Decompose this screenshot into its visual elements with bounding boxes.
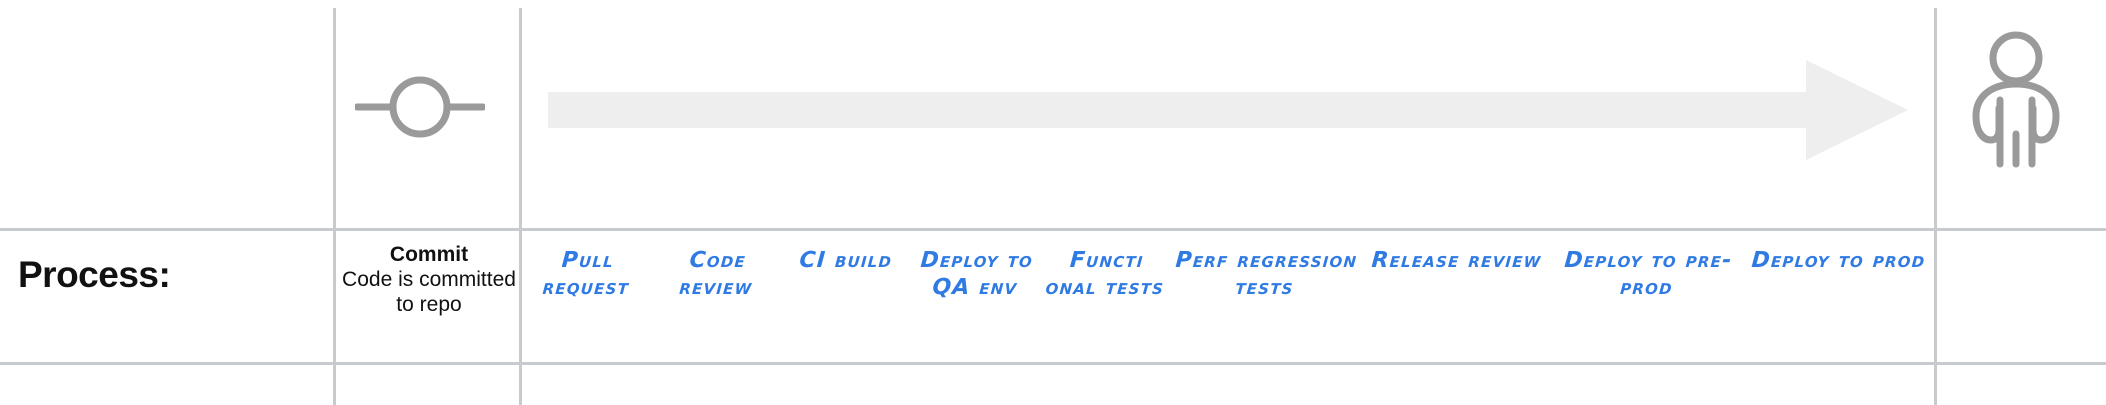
grid-hline-top [0, 228, 2106, 231]
commit-description: Code is committed to repo [342, 267, 516, 316]
grid-vline-9 [1934, 363, 1937, 405]
grid-vline-3 [1934, 8, 1937, 229]
stage-list: Pull request Code review CI build Deploy… [522, 248, 1934, 360]
stage-code-review[interactable]: Code review [678, 248, 753, 300]
grid-vline-6 [1934, 229, 1937, 363]
stage-deploy-to-pre-prod[interactable]: Deploy to pre-prod [1563, 248, 1734, 300]
stage-functional-tests[interactable]: Functi onal tests [1044, 248, 1165, 300]
grid-hline-bottom [0, 362, 2106, 365]
grid-vline-8 [519, 363, 522, 405]
git-commit-icon [355, 76, 485, 138]
stage-release-review[interactable]: Release review [1370, 248, 1543, 273]
grid-vline-1 [333, 8, 336, 229]
right-arrow-icon [548, 60, 1908, 160]
grid-vline-2 [519, 8, 522, 229]
stage-deploy-to-qa-env[interactable]: Deploy to QA env [919, 248, 1034, 300]
grid-vline-5 [519, 229, 522, 363]
grid-vline-7 [333, 363, 336, 405]
stage-ci-build[interactable]: CI build [798, 248, 894, 273]
commit-cell: Commit Code is committed to repo [340, 243, 518, 317]
stage-perf-regression-tests[interactable]: Perf regression tests [1174, 248, 1359, 300]
grid-vline-4 [333, 229, 336, 363]
stage-deploy-to-prod[interactable]: Deploy to prod [1750, 248, 1927, 273]
stage-pull-request[interactable]: Pull request [541, 248, 631, 300]
page-title: Process: [18, 254, 171, 295]
commit-title: Commit [389, 243, 469, 266]
person-icon [1972, 31, 2060, 168]
